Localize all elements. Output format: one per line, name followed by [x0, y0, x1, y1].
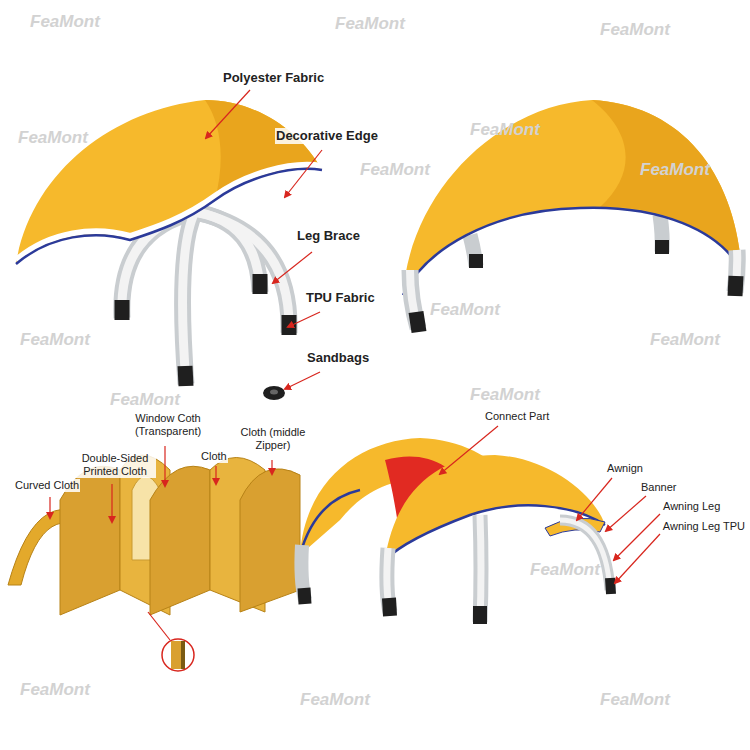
part-label: Awning Leg TPU [662, 520, 746, 533]
watermark: FeaMont [110, 390, 180, 410]
watermark: FeaMont [335, 14, 405, 34]
part-label: Leg Brace [296, 228, 361, 244]
watermark: FeaMont [650, 330, 720, 350]
part-label: TPU Fabric [305, 290, 376, 306]
part-label: Window Coth (Transparent) [122, 412, 214, 438]
watermark: FeaMont [18, 128, 88, 148]
part-label: Cloth [200, 450, 228, 463]
part-label: Awnign [606, 462, 644, 475]
part-label: Double-Sided Printed Cloth [74, 452, 156, 478]
part-label: Cloth (middle Zipper) [226, 426, 320, 452]
part-label: Awning Leg [662, 500, 721, 513]
part-label: Sandbags [306, 350, 370, 366]
watermark: FeaMont [300, 690, 370, 710]
watermark: FeaMont [470, 120, 540, 140]
watermark: FeaMont [20, 330, 90, 350]
part-label: Decorative Edge [275, 128, 379, 144]
part-label: Connect Part [484, 410, 550, 423]
watermark: FeaMont [530, 560, 600, 580]
watermark: FeaMont [430, 300, 500, 320]
watermark: FeaMont [20, 680, 90, 700]
part-label: Curved Cloth [14, 479, 80, 492]
watermark: FeaMont [360, 160, 430, 180]
watermark: FeaMont [30, 12, 100, 32]
part-label: Polyester Fabric [222, 70, 325, 86]
part-label: Banner [640, 481, 677, 494]
watermark: FeaMont [600, 690, 670, 710]
watermark: FeaMont [470, 385, 540, 405]
watermark: FeaMont [600, 20, 670, 40]
watermark: FeaMont [640, 160, 710, 180]
